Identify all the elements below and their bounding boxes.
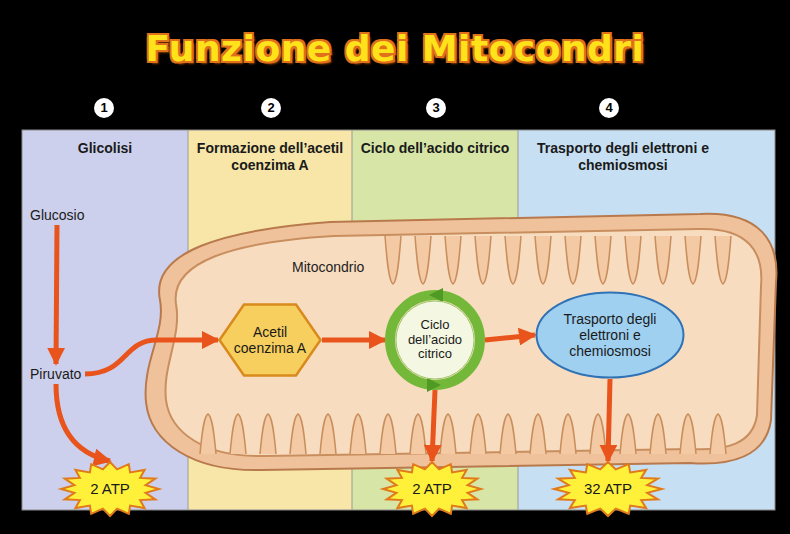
node-label: 2 ATP bbox=[412, 480, 452, 497]
atp-burst: 2 ATP bbox=[60, 461, 160, 517]
cycle-arrowhead bbox=[429, 288, 443, 302]
node-text-column: Acetil coenzima A bbox=[232, 324, 308, 356]
flow-arrow bbox=[56, 225, 57, 364]
callout-number: 3 bbox=[426, 98, 446, 118]
atp-burst: 2 ATP bbox=[382, 461, 482, 517]
flow-arrow bbox=[432, 390, 435, 461]
stage-band: Formazione dell’acetil coenzima A Acetil … bbox=[188, 130, 352, 510]
flow-arrow bbox=[322, 338, 385, 343]
node-text-box: Ciclo dell’acido citrico bbox=[401, 290, 469, 390]
band-heading: Trasporto degli elettroni e chemiosmosi bbox=[528, 140, 718, 174]
node-text-column: 32 ATP bbox=[584, 480, 632, 497]
node-label: Trasporto degli elettroni e chemiosmosi bbox=[553, 311, 667, 359]
callout-number: 4 bbox=[599, 98, 619, 118]
band-frame bbox=[22, 130, 775, 510]
electron-transport-ellipse: Trasporto degli elettroni e chemiosmosi bbox=[535, 291, 685, 379]
metabolite-label: Glucosio bbox=[26, 205, 88, 225]
node-label: 2 ATP bbox=[90, 480, 130, 497]
cycle-ring bbox=[390, 295, 480, 385]
band-heading: Glicolisi bbox=[28, 140, 182, 157]
node-label: Ciclo dell’acido citrico bbox=[401, 318, 469, 363]
mitochondrion-outer-membrane bbox=[146, 214, 777, 470]
metabolite-name: Piruvato bbox=[30, 366, 81, 382]
cycle-arrowhead bbox=[427, 378, 441, 392]
part-label: Mitocondrio bbox=[292, 259, 364, 275]
metabolite-label: Piruvato bbox=[26, 364, 85, 384]
node-text-box: 32 ATP bbox=[573, 461, 643, 517]
node-text-box: Acetil coenzima A bbox=[232, 303, 308, 377]
stage-band: Trasporto degli elettroni e chemiosmosiT… bbox=[518, 130, 775, 510]
node-text-column: 2 ATP bbox=[412, 480, 452, 497]
node-text-box: 2 ATP bbox=[79, 461, 141, 517]
burst-outline bbox=[383, 462, 481, 516]
crista-fold bbox=[200, 236, 731, 454]
node-text-column: Trasporto degli elettroni e chemiosmosi bbox=[553, 311, 667, 359]
hexagon-outline bbox=[220, 305, 321, 376]
callout-number: 1 bbox=[94, 98, 114, 118]
slide-title: Funzione dei Mitocondri bbox=[0, 28, 790, 69]
atp-burst: 32 ATP bbox=[553, 461, 663, 517]
citric-cycle-circle: Ciclo dell’acido citrico bbox=[385, 290, 485, 390]
step-badge bbox=[261, 98, 281, 118]
mitochondrion-cristae bbox=[200, 236, 731, 454]
mitochondrion-inner-membrane bbox=[165, 229, 761, 456]
burst-outline bbox=[554, 462, 662, 516]
step-badge bbox=[94, 98, 114, 118]
node-text-box: Trasporto degli elettroni e chemiosmosi bbox=[553, 291, 667, 379]
node-label: 32 ATP bbox=[584, 480, 632, 497]
band-heading: Formazione dell’acetil coenzima A bbox=[195, 140, 345, 174]
flow-arrow bbox=[85, 340, 218, 374]
metabolite-name: Glucosio bbox=[30, 207, 84, 223]
callout-number: 2 bbox=[261, 98, 281, 118]
flow-arrow bbox=[608, 379, 610, 461]
stage-band: GlicolisiGlucosioPiruvato 2 ATP bbox=[22, 130, 188, 510]
step-badge bbox=[426, 98, 446, 118]
node-label: Acetil coenzima A bbox=[232, 324, 308, 356]
cycle-center bbox=[396, 301, 474, 379]
node-text-column: 2 ATP bbox=[90, 480, 130, 497]
ellipse-outline bbox=[537, 293, 684, 378]
acetyl-coa-hexagon: Acetil coenzima A bbox=[218, 303, 322, 377]
flow-arrow bbox=[485, 335, 535, 340]
band-heading: Ciclo dell’acido citrico bbox=[360, 140, 510, 157]
stage-band: Ciclo dell’acido citricoCiclo dell’acido… bbox=[352, 130, 518, 510]
burst-outline bbox=[61, 462, 159, 516]
flow-arrow bbox=[56, 384, 110, 461]
node-text-box: 2 ATP bbox=[401, 461, 463, 517]
step-badge bbox=[599, 98, 619, 118]
node-text-column: Ciclo dell’acido citrico bbox=[401, 318, 469, 363]
